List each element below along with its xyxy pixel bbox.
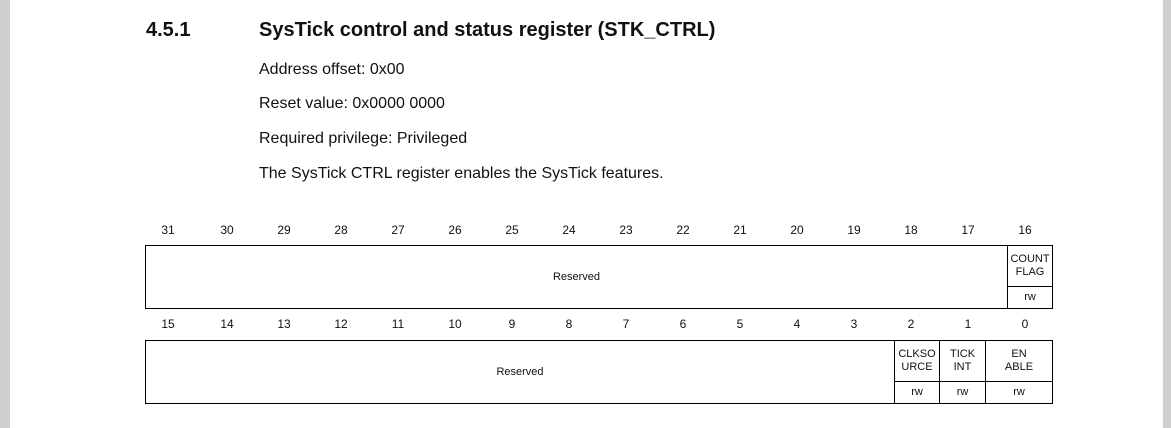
bit-number: 26 <box>448 223 462 237</box>
bit-number: 20 <box>790 223 804 237</box>
section-number: 4.5.1 <box>146 19 191 41</box>
bit-number: 4 <box>793 317 801 331</box>
bit-number: 9 <box>508 317 516 331</box>
clksource-label-line1: CLKSO <box>898 348 936 360</box>
clksource-field: CLKSO URCE <box>894 340 940 382</box>
bit-number: 30 <box>220 223 234 237</box>
bit-numbers-lower: 15 14 13 12 11 10 9 8 7 6 5 4 3 2 1 0 <box>145 317 1052 333</box>
privilege-text: Required privilege: Privileged <box>259 130 468 147</box>
enable-access: rw <box>985 381 1053 404</box>
section-title: SysTick control and status register (STK… <box>259 19 716 41</box>
bit-number: 13 <box>277 317 291 331</box>
bit-number: 19 <box>847 223 861 237</box>
bit-number: 0 <box>1021 317 1029 331</box>
bit-number: 1 <box>964 317 972 331</box>
bit-number: 2 <box>907 317 915 331</box>
enable-field: EN ABLE <box>985 340 1053 382</box>
bit-number: 3 <box>850 317 858 331</box>
bit-number: 25 <box>505 223 519 237</box>
tickint-label-line1: TICK <box>949 348 976 360</box>
bit-number: 6 <box>679 317 687 331</box>
bit-number: 15 <box>161 317 175 331</box>
bit-number: 28 <box>334 223 348 237</box>
bit-number: 21 <box>733 223 747 237</box>
bit-number: 8 <box>565 317 573 331</box>
bit-number: 5 <box>736 317 744 331</box>
bit-number: 18 <box>904 223 918 237</box>
enable-label-line2: ABLE <box>1004 361 1034 373</box>
address-offset-text: Address offset: 0x00 <box>259 61 405 78</box>
bit-number: 11 <box>391 317 405 331</box>
tickint-field: TICK INT <box>939 340 986 382</box>
bit-number: 22 <box>676 223 690 237</box>
right-margin-bar <box>1163 0 1171 428</box>
tickint-label-line2: INT <box>953 361 972 373</box>
countflag-access: rw <box>1007 286 1053 309</box>
clksource-access: rw <box>894 381 940 404</box>
description-text: The SysTick CTRL register enables the Sy… <box>259 165 664 182</box>
countflag-label-line2: FLAG <box>1015 266 1045 278</box>
bit-numbers-upper: 31 30 29 28 27 26 25 24 23 22 21 20 19 1… <box>145 223 1052 239</box>
reserved-field-lower: Reserved <box>145 340 895 404</box>
bit-number: 7 <box>622 317 630 331</box>
tickint-access: rw <box>939 381 986 404</box>
countflag-label-line1: COUNT <box>1010 253 1050 265</box>
bit-number: 17 <box>961 223 975 237</box>
bit-number: 29 <box>277 223 291 237</box>
bit-number: 27 <box>391 223 405 237</box>
enable-label-line1: EN <box>1011 348 1027 360</box>
register-table-upper: Reserved COUNT FLAG rw <box>145 245 1053 309</box>
bit-number: 23 <box>619 223 633 237</box>
countflag-field: COUNT FLAG <box>1007 245 1053 287</box>
bit-number: 12 <box>334 317 348 331</box>
bit-number: 16 <box>1018 223 1032 237</box>
bit-number: 31 <box>161 223 175 237</box>
register-table-lower: Reserved CLKSO URCE TICK INT EN ABLE rw … <box>145 340 1053 404</box>
bit-number: 24 <box>562 223 576 237</box>
reserved-field-upper: Reserved <box>145 245 1008 309</box>
clksource-label-line2: URCE <box>901 361 933 373</box>
reset-value-text: Reset value: 0x0000 0000 <box>259 95 445 112</box>
bit-number: 14 <box>220 317 234 331</box>
bit-number: 10 <box>448 317 462 331</box>
left-margin-bar <box>0 0 10 428</box>
